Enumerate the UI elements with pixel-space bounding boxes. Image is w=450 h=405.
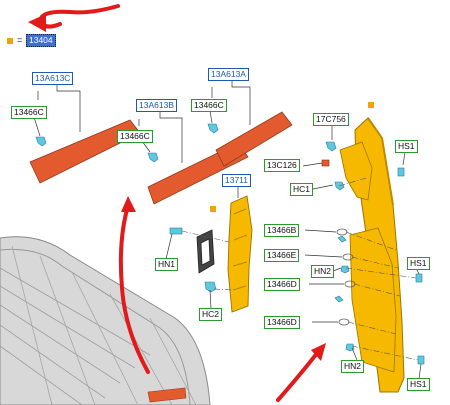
label-hs1-bottom[interactable]: HS1 <box>407 378 430 391</box>
lamp-housing-assembly[interactable] <box>339 117 405 393</box>
label-13c126[interactable]: 13C126 <box>264 159 300 172</box>
label-hc2[interactable]: HC2 <box>199 308 223 321</box>
lamp-lens-13a613a[interactable] <box>215 111 293 167</box>
label-hs1-middle[interactable]: HS1 <box>407 257 430 270</box>
legend-equals: = <box>17 35 23 45</box>
label-13466d-upper[interactable]: 13466D <box>264 278 300 291</box>
label-hs1-top[interactable]: HS1 <box>395 140 418 153</box>
lamp-bracket-13711[interactable] <box>227 195 253 313</box>
assembly-guides <box>181 177 419 361</box>
arrowheads <box>28 14 326 361</box>
label-13466e[interactable]: 13466E <box>264 249 300 262</box>
leader-lines <box>33 79 422 380</box>
roof-lamp-marker <box>147 387 187 403</box>
label-13466d-lower[interactable]: 13466D <box>264 316 300 329</box>
label-13466c-left[interactable]: 13466C <box>11 106 47 119</box>
legend-swatch <box>7 38 13 44</box>
highlighted-part-number[interactable]: 13404 <box>26 34 56 47</box>
label-13466b[interactable]: 13466B <box>264 224 300 237</box>
label-13a613a[interactable]: 13A613A <box>208 68 249 81</box>
marker-square <box>210 206 216 212</box>
label-13466c-right[interactable]: 13466C <box>191 99 227 112</box>
marker-square <box>368 102 374 108</box>
gasket-part[interactable] <box>196 229 215 274</box>
label-13711[interactable]: 13711 <box>222 174 252 187</box>
label-hc1[interactable]: HC1 <box>290 183 314 196</box>
label-hn1[interactable]: HN1 <box>155 258 179 271</box>
label-hn2-lower[interactable]: HN2 <box>341 360 365 373</box>
label-13466c-middle[interactable]: 13466C <box>117 130 153 143</box>
vehicle-roof-drawing <box>0 236 211 405</box>
annotation-arrows <box>37 4 320 402</box>
label-13a613b[interactable]: 13A613B <box>136 99 177 112</box>
clip-parts[interactable] <box>35 123 425 365</box>
label-13a613c[interactable]: 13A613C <box>32 72 74 85</box>
label-17c756[interactable]: 17C756 <box>313 113 349 126</box>
label-hn2-upper[interactable]: HN2 <box>311 265 335 278</box>
connector-13c126[interactable] <box>321 159 330 167</box>
